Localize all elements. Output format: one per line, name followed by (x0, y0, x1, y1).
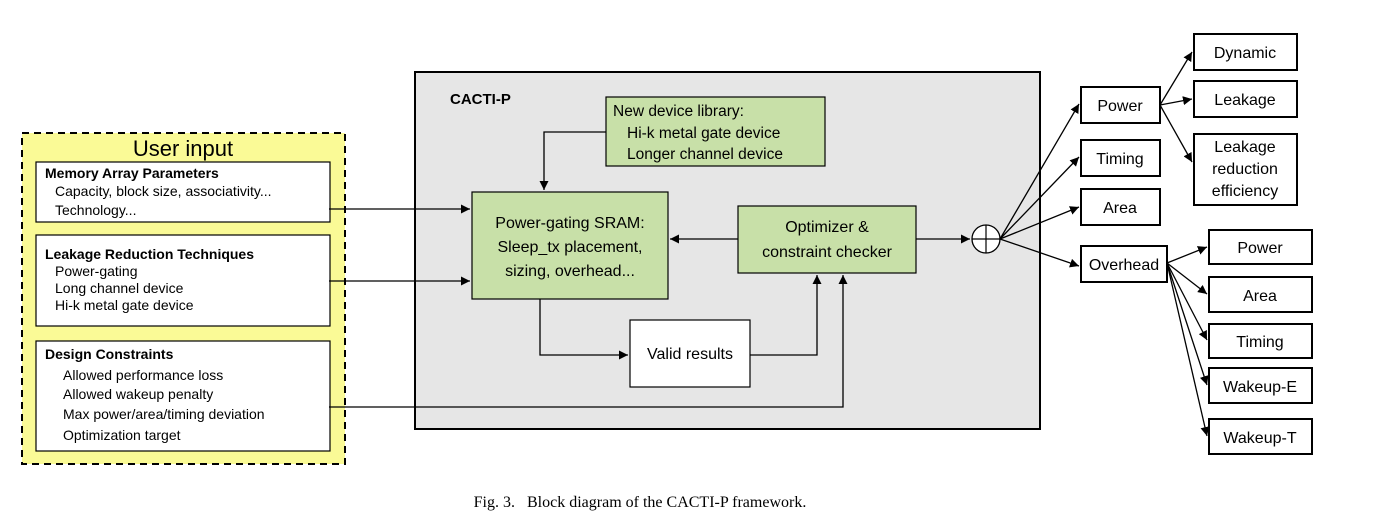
design-constraint-line: Allowed wakeup penalty (63, 386, 213, 402)
output-area-label: Area (1103, 200, 1137, 217)
design-constraints-box (35, 340, 331, 452)
overhead-wakeup-e-label: Wakeup-E (1223, 379, 1297, 396)
overhead-area-box (1208, 276, 1313, 313)
library-to-sram-arrow (539, 131, 606, 190)
memory-array-line: Technology... (55, 202, 136, 218)
leakage-techniques-heading: Leakage Reduction Techniques (45, 246, 254, 262)
power-gating-line: Power-gating SRAM: (495, 215, 644, 232)
figure-caption: Fig. 3. Block diagram of the CACTI-P fra… (474, 494, 807, 511)
output-overhead-label: Overhead (1089, 257, 1159, 274)
power-leakage-reduction-line: efficiency (1212, 183, 1278, 200)
sram-to-results-arrow (539, 299, 628, 360)
overhead-area-label: Area (1243, 288, 1277, 305)
user-input-title: User input (133, 136, 233, 161)
overhead-power-box (1208, 229, 1313, 265)
output-timing-label: Timing (1096, 151, 1143, 168)
design-constraint-line: Optimization target (63, 427, 181, 443)
leakage-technique-line: Power-gating (55, 263, 138, 279)
optimizer-line: Optimizer & (785, 219, 869, 236)
device-library-item: Longer channel device (627, 146, 783, 163)
device-library-item: Hi-k metal gate device (627, 125, 780, 142)
valid-results-label: Valid results (647, 346, 733, 363)
device-library-box (605, 96, 826, 167)
memory-array-line: Capacity, block size, associativity... (55, 183, 272, 199)
power-leakage-box (1193, 80, 1298, 118)
valid-results-box (629, 319, 751, 388)
overhead-timing-box (1208, 323, 1313, 359)
memory-array-box (35, 161, 331, 223)
overhead-wakeup-t-label: Wakeup-T (1223, 430, 1296, 447)
results-to-optimizer-arrow (750, 275, 822, 356)
memory-array-heading: Memory Array Parameters (45, 165, 219, 181)
design-constraint-line: Allowed performance loss (63, 367, 223, 383)
output-power-label: Power (1097, 98, 1143, 115)
output-area-box (1080, 188, 1161, 226)
leakage-technique-line: Long channel device (55, 280, 184, 296)
constraints-to-optimizer-arrow (329, 275, 848, 408)
overhead-power-label: Power (1237, 240, 1283, 257)
output-overhead-box (1080, 245, 1168, 283)
output-power-box (1080, 86, 1161, 124)
user-input-panel: User input Memory Array Parameters Capac… (21, 132, 346, 465)
output-boxes: Power Timing Area Overhead Dynamic Leaka… (1080, 33, 1313, 455)
overhead-wakeup-t-box (1208, 418, 1313, 455)
cacti-p-frame: CACTI-P New device library: Hi-k metal g… (414, 71, 1041, 430)
design-constraint-line: Max power/area/timing deviation (63, 406, 265, 422)
power-dynamic-box (1193, 33, 1298, 71)
connectors (329, 131, 970, 408)
cacti-p-label: CACTI-P (450, 91, 511, 108)
power-gating-sram-box (471, 191, 669, 300)
device-library-title: New device library: (613, 103, 744, 120)
summing-node (971, 224, 1001, 254)
optimizer-box (737, 205, 917, 274)
overhead-wakeup-e-box (1208, 367, 1313, 404)
optimizer-line: constraint checker (762, 244, 893, 261)
output-arrows (999, 51, 1210, 437)
overhead-timing-label: Timing (1236, 334, 1283, 351)
power-leakage-reduction-line: Leakage (1214, 139, 1275, 156)
power-leakage-reduction-box (1193, 133, 1298, 206)
power-gating-line: Sleep_tx placement, (498, 239, 643, 256)
power-leakage-reduction-line: reduction (1212, 161, 1278, 178)
leakage-techniques-box (35, 234, 331, 327)
output-timing-box (1080, 139, 1161, 177)
power-leakage-label: Leakage (1214, 92, 1275, 109)
power-gating-line: sizing, overhead... (505, 263, 635, 280)
design-constraints-heading: Design Constraints (45, 346, 174, 362)
leakage-technique-line: Hi-k metal gate device (55, 297, 194, 313)
power-dynamic-label: Dynamic (1214, 45, 1276, 62)
